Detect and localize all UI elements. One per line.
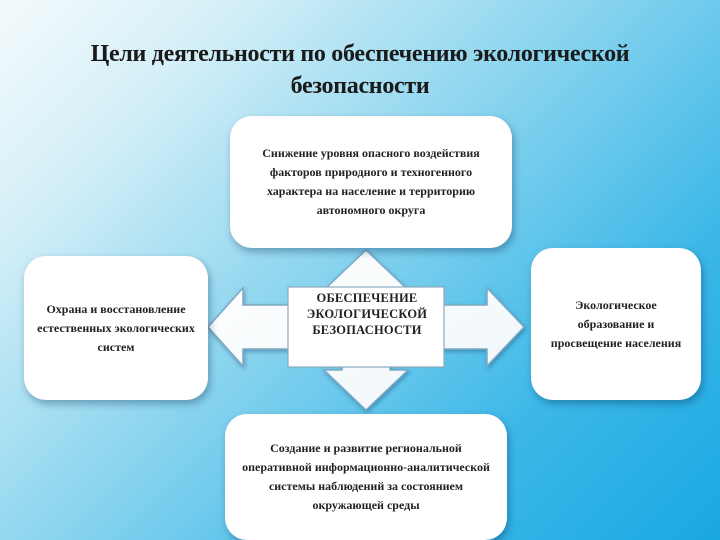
goal-text-left: Охрана и восстановление естественных эко… [37,301,195,354]
goal-box-top: Снижение уровня опасного воздействия фак… [230,116,512,248]
goal-box-right: Экологическое образование и просвещение … [531,248,701,400]
goal-box-bottom: Создание и развитие региональной операти… [225,414,507,540]
page-title: Цели деятельности по обеспечению экологи… [90,41,630,99]
center-frame [287,286,445,368]
goal-text-top: Снижение уровня опасного воздействия фак… [262,146,480,217]
goal-text-bottom: Создание и развитие региональной операти… [242,441,490,512]
goal-text-right: Экологическое образование и просвещение … [550,297,682,350]
goal-box-left: Охрана и восстановление естественных эко… [24,256,208,400]
center-label: ОБЕСПЕЧЕНИЕ ЭКОЛОГИЧЕСКОЙ БЕЗОПАСНОСТИ [306,291,428,337]
